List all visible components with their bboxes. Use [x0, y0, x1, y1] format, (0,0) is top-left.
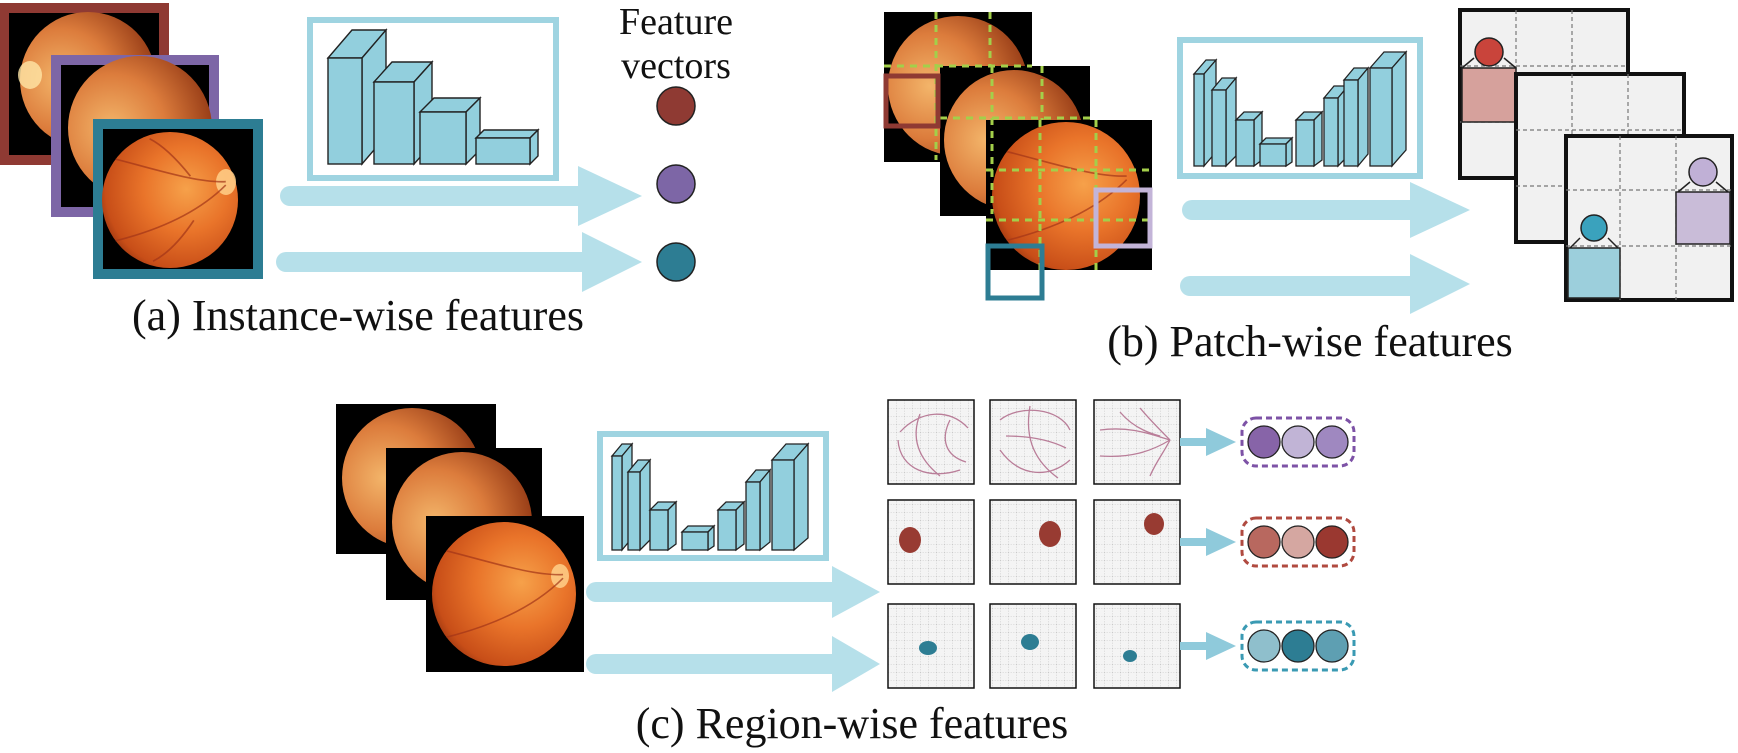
patch-feature-maps: [1458, 8, 1734, 302]
region-vector-red: [1240, 516, 1356, 568]
retina-fundus-image: [992, 122, 1140, 270]
feature-vector-dot: [656, 242, 696, 282]
feature-vector-dot: [656, 164, 696, 204]
panel-c: (c) Region-wise features: [336, 399, 1356, 748]
patch-marker-red: [883, 73, 941, 129]
unet-network-icon: [597, 431, 829, 561]
caption-b: (b) Patch-wise features: [1107, 317, 1513, 366]
feature-vectors-label: vectors: [621, 45, 731, 87]
feature-vector-dot: [656, 86, 696, 126]
arrow-b-top: [1182, 182, 1470, 238]
retina-fundus-image: [102, 132, 238, 268]
patch-marker-purple: [1093, 187, 1153, 249]
region-grid-red: [887, 499, 1181, 585]
fundus-stack-a: [0, 3, 263, 279]
feature-vectors-label: Feature: [619, 1, 733, 43]
region-vector-purple: [1240, 416, 1356, 468]
arrow-c-top: [586, 566, 880, 618]
retina-fundus-image: [432, 522, 576, 666]
panel-a: Feature vectors (a) Instance-wise featur…: [0, 1, 733, 340]
feature-map-3: [1564, 134, 1734, 302]
arrow-c-bottom: [586, 636, 880, 692]
arrow-b-bottom: [1180, 254, 1470, 314]
encoder-network-icon: [307, 17, 559, 181]
patch-marker-teal: [985, 243, 1045, 301]
region-vector-teal: [1240, 620, 1356, 672]
caption-c: (c) Region-wise features: [636, 699, 1068, 748]
fundus-stack-c: [336, 404, 584, 672]
region-grid-vessels: [887, 399, 1181, 485]
arrow-a-bottom: [276, 232, 642, 292]
panel-b: (b) Patch-wise features: [883, 8, 1734, 366]
arrow-a-top: [280, 166, 642, 226]
region-grid-teal: [887, 603, 1181, 689]
caption-a: (a) Instance-wise features: [132, 291, 584, 340]
unet-network-icon: [1177, 37, 1423, 179]
fundus-stack-b: [883, 12, 1153, 301]
